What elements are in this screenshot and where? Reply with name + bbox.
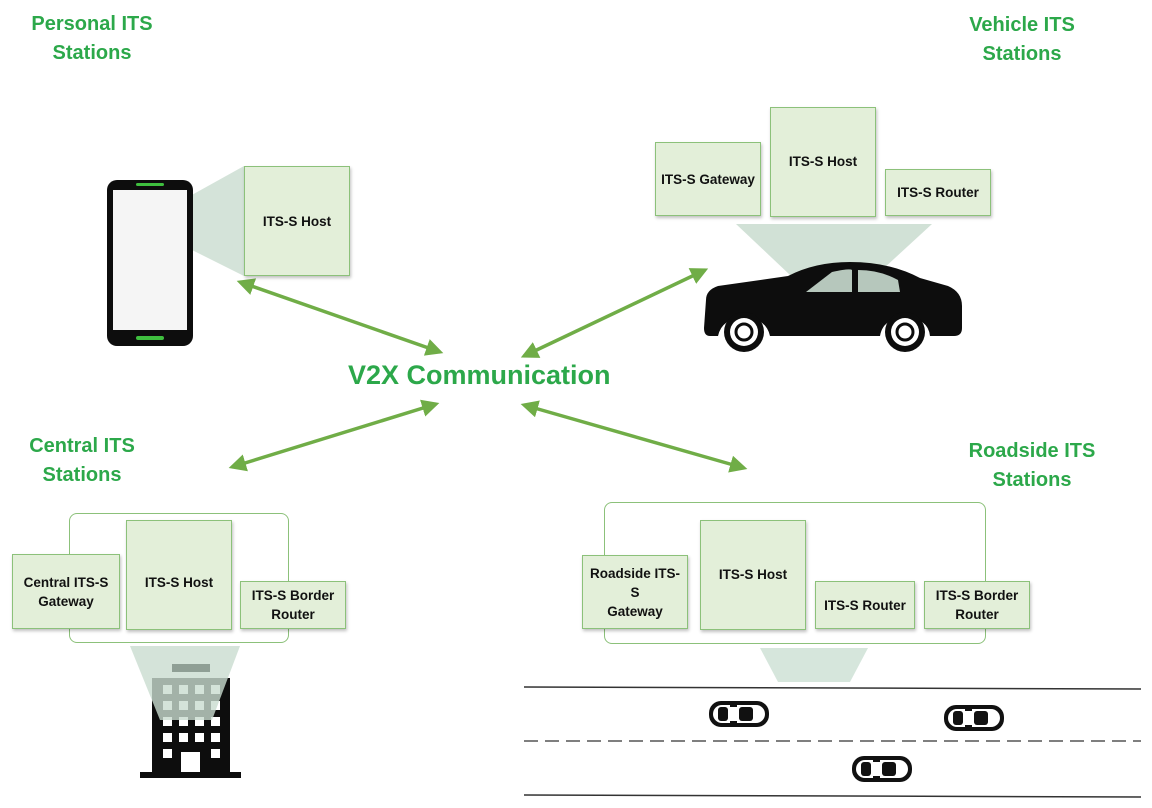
roadside-border-router-line2: Router [955, 607, 999, 622]
arrow-personal [236, 278, 444, 356]
central-its-s-host: ITS-S Host [126, 520, 232, 630]
central-title-line1: Central ITS [29, 435, 135, 457]
central-gateway-line1: Central ITS-S [23, 574, 109, 590]
central-stations-title: Central ITS Stations [10, 432, 154, 490]
vehicle-host-label: ITS-S Host [788, 154, 858, 169]
roadside-border-router-line1: ITS-S Border [935, 588, 1019, 603]
arrow-central [228, 399, 440, 472]
vehicle-router-label: ITS-S Router [897, 185, 979, 200]
small-car-icon [852, 756, 912, 782]
roadside-host-label: ITS-S Host [718, 567, 788, 582]
small-car-icon [944, 705, 1004, 731]
central-border-router-line1: ITS-S Border [251, 588, 335, 603]
roadside-stations-title: Roadside ITS Stations [955, 437, 1109, 495]
connection-arrows [228, 268, 748, 473]
smartphone-icon [107, 166, 244, 346]
vehicle-its-s-router: ITS-S Router [885, 169, 991, 216]
vehicle-title-line2: Stations [982, 43, 1062, 65]
roadside-its-s-border-router: ITS-S Border Router [924, 581, 1030, 629]
highway-icon [523, 686, 1142, 798]
roadside-its-s-host: ITS-S Host [700, 520, 806, 630]
roadside-its-s-gateway: Roadside ITS-S Gateway [582, 555, 688, 629]
roadside-projection [760, 648, 868, 682]
small-car-icon [709, 701, 769, 727]
vehicle-its-s-host: ITS-S Host [770, 107, 876, 217]
vehicle-gateway-label: ITS-S Gateway [661, 171, 755, 187]
roadside-title-line2: Stations [992, 469, 1072, 491]
roadside-its-s-router: ITS-S Router [815, 581, 915, 629]
central-its-s-border-router: ITS-S Border Router [240, 581, 346, 629]
personal-its-s-host: ITS-S Host [244, 166, 350, 276]
personal-stations-title: Personal ITS Stations [20, 10, 164, 68]
office-building-icon [130, 646, 241, 778]
v2x-title: V2X Communication [348, 360, 611, 390]
arrow-vehicle [520, 268, 709, 358]
central-host-label: ITS-S Host [144, 575, 214, 590]
roadside-gateway-line1: Roadside ITS-S [589, 565, 680, 600]
vehicle-stations-title: Vehicle ITS Stations [950, 11, 1094, 69]
central-gateway-line2: Gateway [38, 593, 94, 609]
roadside-gateway-line2: Gateway [607, 603, 663, 619]
personal-host-label: ITS-S Host [262, 213, 332, 229]
central-title-line2: Stations [42, 464, 122, 486]
roadside-router-label: ITS-S Router [824, 597, 906, 613]
vehicle-title-line1: Vehicle ITS [969, 14, 1075, 36]
vehicle-its-s-gateway: ITS-S Gateway [655, 142, 761, 216]
personal-title-line1: Personal ITS [31, 13, 153, 35]
central-border-router-line2: Router [271, 607, 315, 622]
car-icon [704, 224, 962, 352]
personal-title-line2: Stations [52, 42, 132, 64]
roadside-title-line1: Roadside ITS [968, 440, 1096, 462]
arrow-roadside [520, 400, 748, 473]
central-its-s-gateway: Central ITS-S Gateway [12, 554, 120, 629]
